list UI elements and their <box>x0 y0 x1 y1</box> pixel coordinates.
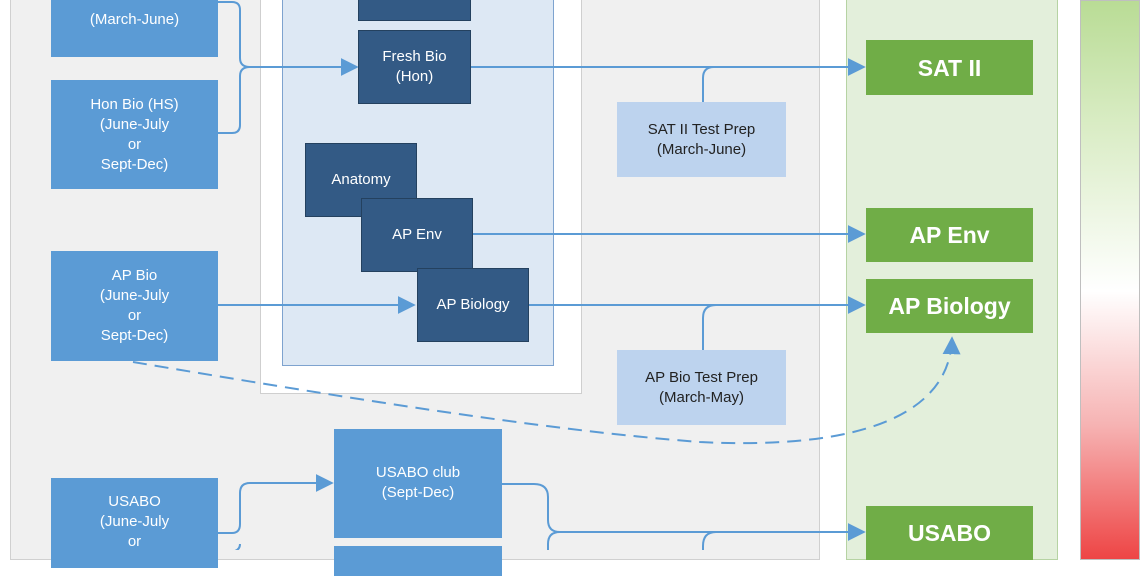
goal-usabo: USABO <box>866 506 1033 560</box>
source-usabo: USABO (June-July or <box>51 478 218 568</box>
connector-hon-bio-to-fresh-bio <box>218 66 251 134</box>
connector-layer <box>132 1 961 550</box>
connector-lower-to-usabo <box>547 531 561 550</box>
club-usabo: USABO club (Sept-Dec) <box>334 429 502 538</box>
prep-sat2: SAT II Test Prep (March-June) <box>617 102 786 177</box>
connector-march-june-to-fresh-bio <box>218 1 359 76</box>
prep-ap-bio: AP Bio Test Prep (March-May) <box>617 350 786 425</box>
connector-usabo-to-club <box>218 474 334 534</box>
connector-usabo-lower <box>234 543 241 550</box>
connector-usabo-prep-lower <box>702 531 717 550</box>
source-ap-bio: AP Bio (June-July or Sept-Dec) <box>51 251 218 361</box>
course-ap-env: AP Env <box>361 198 473 272</box>
source-hon-bio-hs: Hon Bio (HS) (June-July or Sept-Dec) <box>51 80 218 189</box>
connector-sat2-prep-to-sat2 <box>702 66 715 102</box>
connector-ap-bio-dashed <box>132 336 961 445</box>
club-lower-partial <box>334 546 502 576</box>
goal-sat2: SAT II <box>866 40 1033 95</box>
course-top-partial <box>358 0 471 21</box>
course-fresh-bio: Fresh Bio (Hon) <box>358 30 471 104</box>
source-march-june: (March-June) <box>51 0 218 57</box>
connector-apbio-prep-to-goal <box>702 304 717 350</box>
goal-ap-biology: AP Biology <box>866 279 1033 333</box>
connector-club-to-usabo <box>502 483 866 541</box>
difficulty-gradient-bar <box>1080 0 1140 560</box>
course-ap-biology: AP Biology <box>417 268 529 342</box>
goal-ap-env: AP Env <box>866 208 1033 262</box>
